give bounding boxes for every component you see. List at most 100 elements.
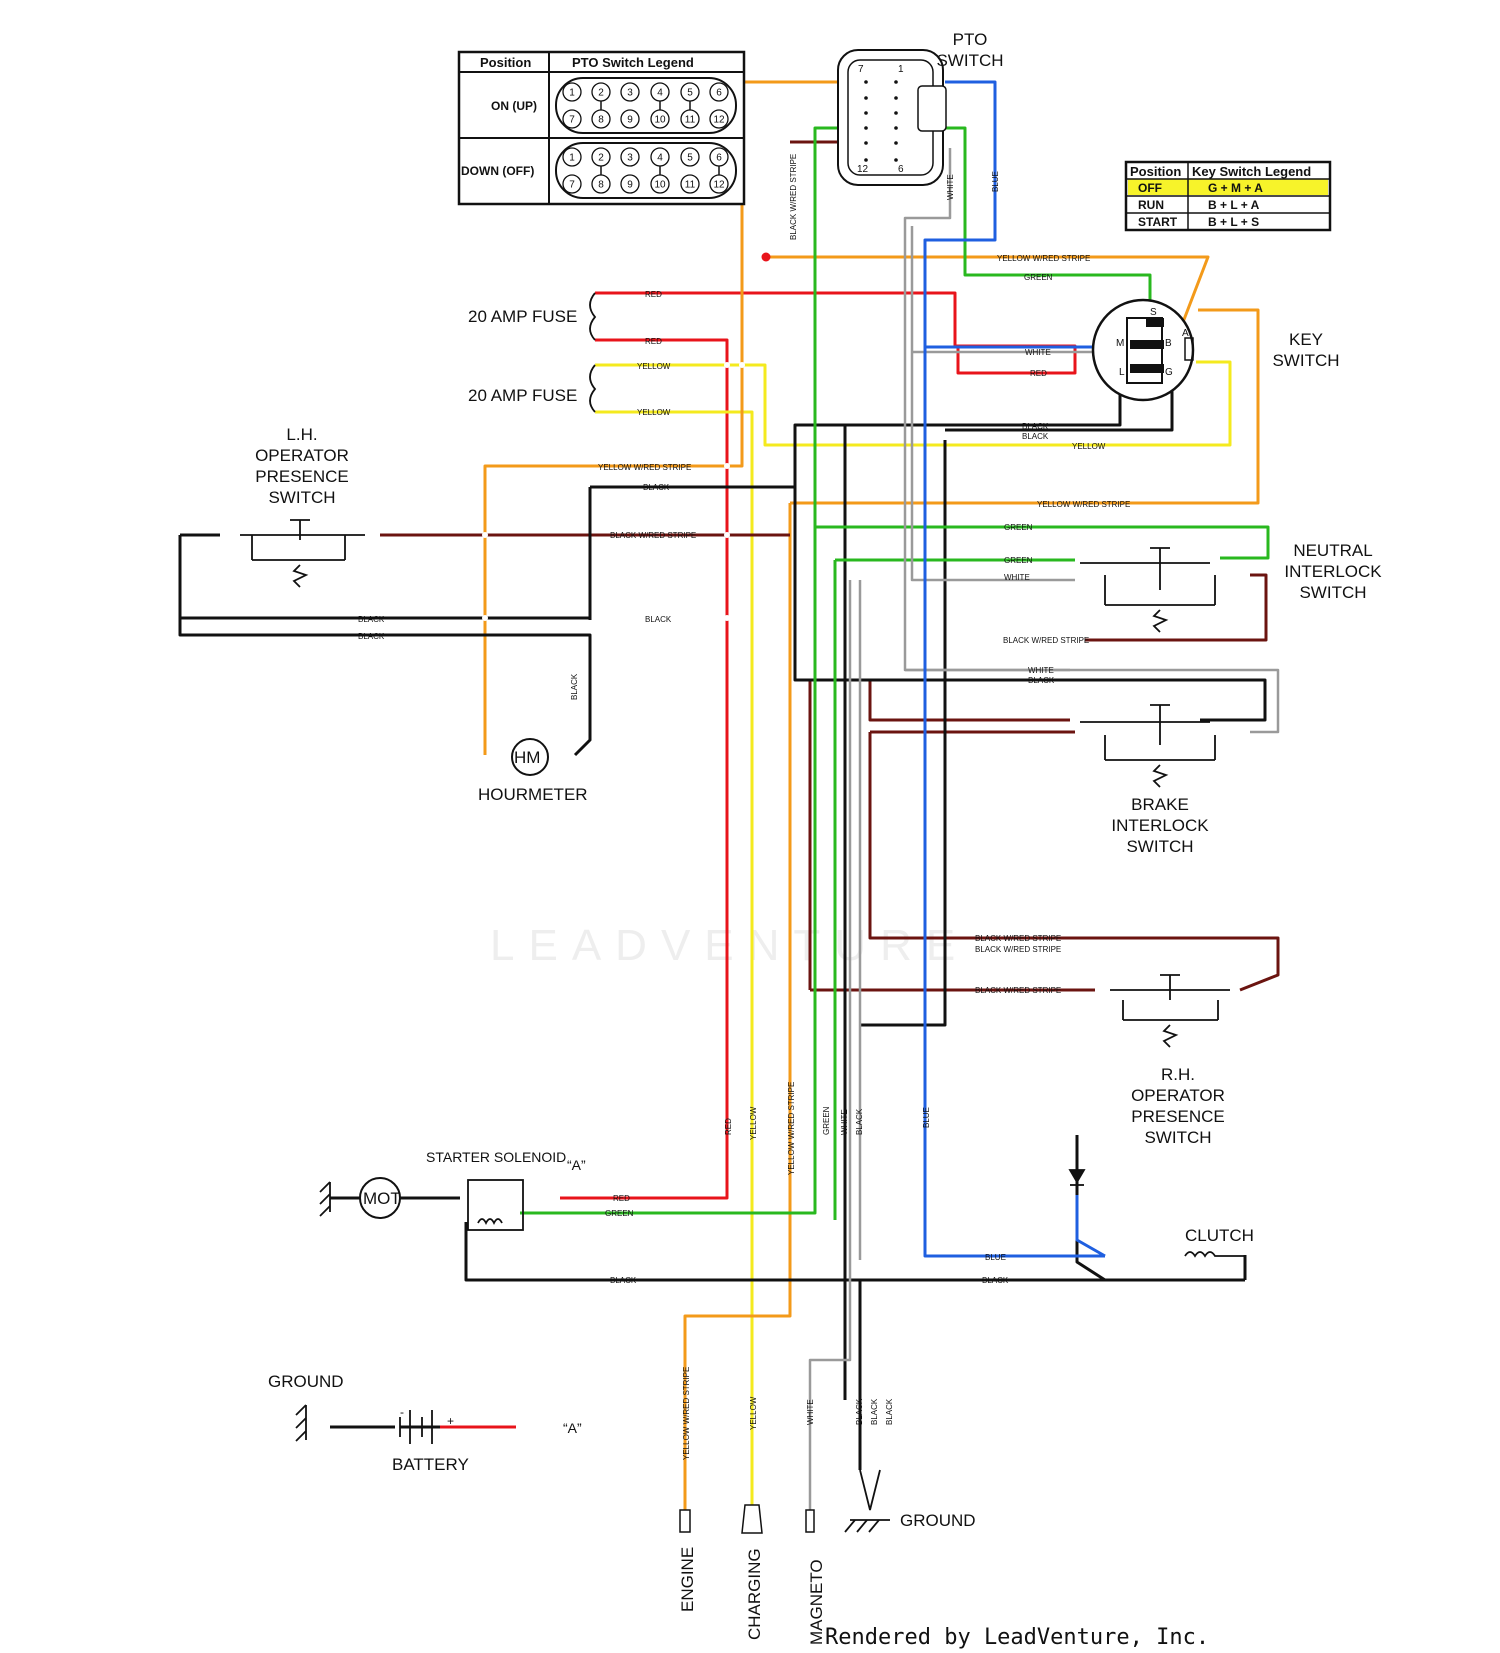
label-line: SWITCH xyxy=(1144,1128,1211,1147)
pto-legend-pin xyxy=(680,147,700,167)
key-legend-row-value: G + M + A xyxy=(1208,181,1263,195)
wire-label-blue: BLUE xyxy=(985,1253,1006,1262)
key-legend-off-highlight xyxy=(1128,179,1328,195)
wire-label-white: WHITE xyxy=(946,174,955,200)
wire-label-black-red: BLACK W/RED STRIPE xyxy=(975,986,1061,995)
key-terminal-a: A xyxy=(1182,328,1189,339)
key-terminal-l: L xyxy=(1119,367,1125,378)
label-line: PTO xyxy=(953,30,988,49)
starter-solenoid-symbol xyxy=(467,1179,524,1231)
wire-label-green: GREEN xyxy=(605,1209,634,1218)
brown-wires xyxy=(380,140,1280,992)
key-terminal-s: S xyxy=(1150,307,1157,318)
label-line: KEY xyxy=(1289,330,1323,349)
wire-label-blue: BLUE xyxy=(922,1107,931,1128)
wire-label-black: BLACK xyxy=(982,1276,1009,1285)
wire-label-green: GREEN xyxy=(1024,273,1053,282)
wire-label-yellow: YELLOW xyxy=(749,1396,758,1430)
wire-label-yellow: YELLOW xyxy=(637,408,671,417)
pto-legend-pin-number: 10 xyxy=(654,180,666,191)
pto-legend-pin-number: 4 xyxy=(657,88,663,99)
wire-label-yellow: YELLOW xyxy=(1072,442,1106,451)
footer-credit: Rendered by LeadVenture, Inc. xyxy=(825,1625,1209,1650)
pto-pin-label: 1 xyxy=(898,64,904,75)
wires xyxy=(178,80,1280,1520)
wire-label-white: WHITE xyxy=(840,1109,849,1135)
watermark: LEADVENTURE xyxy=(490,921,969,970)
label-line: SWITCH xyxy=(1126,837,1193,856)
orange-engine-wire xyxy=(683,503,792,1510)
lh-operator-switch-symbol xyxy=(240,519,365,588)
pto-legend-on-row: ON (UP) xyxy=(491,99,537,113)
key-legend-table: Position Key Switch Legend OFF G + M + A… xyxy=(1124,160,1332,232)
pto-legend-pin xyxy=(620,147,640,167)
key-legend-row-value: B + L + A xyxy=(1208,198,1260,212)
pto-legend-pin-number: 3 xyxy=(627,153,633,164)
clutch-label: CLUTCH xyxy=(1185,1226,1254,1245)
pto-legend-pin-number: 1 xyxy=(569,153,575,164)
wire-label-white: WHITE xyxy=(1004,573,1030,582)
pto-legend-pin-number: 12 xyxy=(713,180,725,191)
label-line: SWITCH xyxy=(268,488,335,507)
wire-label-black: BLACK xyxy=(1028,676,1055,685)
magneto-label: MAGNETO xyxy=(807,1559,826,1645)
wire-label-white: WHITE xyxy=(806,1399,815,1425)
fuse-1-label: 20 AMP FUSE xyxy=(468,307,577,326)
solenoid-a-label: “A” xyxy=(567,1157,586,1173)
pto-legend-pin-number: 10 xyxy=(654,115,666,126)
wire-label-yellow-red: YELLOW W/RED STRIPE xyxy=(787,1082,796,1175)
pto-legend-pin-number: 2 xyxy=(598,153,604,164)
red-solenoid-wire xyxy=(560,338,729,1200)
ground-left-symbol xyxy=(295,1404,307,1442)
pto-legend-pin-number: 6 xyxy=(716,88,722,99)
pto-legend-pin xyxy=(709,82,729,102)
key-legend-position-header: Position xyxy=(1130,164,1181,179)
key-switch-label: KEY SWITCH xyxy=(1272,330,1339,370)
pto-legend-pin-number: 11 xyxy=(685,115,696,126)
pto-legend-pin-number: 12 xyxy=(713,115,725,126)
pto-legend-pin-number: 7 xyxy=(569,115,575,126)
magneto-connector xyxy=(805,1509,815,1533)
orange-wires xyxy=(483,80,1260,1510)
wire-label-black: BLACK xyxy=(885,1398,894,1425)
label-line: PRESENCE xyxy=(255,467,349,486)
fuse-2-symbol xyxy=(589,364,597,413)
label-line: PRESENCE xyxy=(1131,1107,1225,1126)
wire-label-blue: BLUE xyxy=(991,171,1000,192)
label-line: L.H. xyxy=(286,425,317,444)
pto-legend-table: Position PTO Switch Legend ON (UP) DOWN … xyxy=(457,50,746,206)
pto-legend-pin-number: 8 xyxy=(598,115,604,126)
wire-label-white: WHITE xyxy=(1025,348,1051,357)
label-line: NEUTRAL xyxy=(1293,541,1372,560)
hourmeter-symbol-label: HM xyxy=(514,748,540,767)
key-switch: S M B A L G xyxy=(1091,298,1195,402)
yellow-wires xyxy=(595,360,1232,1520)
key-terminal-g: G xyxy=(1165,367,1173,378)
wire-hops xyxy=(482,362,745,621)
label-line: SWITCH xyxy=(1272,351,1339,370)
wire-label-yellow-red: YELLOW W/RED STRIPE xyxy=(598,463,691,472)
neutral-switch-symbol xyxy=(1080,547,1216,633)
pto-legend-pin-number: 9 xyxy=(627,115,633,126)
pto-legend-pin xyxy=(709,109,729,129)
wire-label-black: BLACK xyxy=(855,1398,864,1425)
pto-legend-pin-number: 9 xyxy=(627,180,633,191)
pto-legend-pin-number: 4 xyxy=(657,153,663,164)
label-line: R.H. xyxy=(1161,1065,1195,1084)
wire-label-green: GREEN xyxy=(1004,556,1033,565)
battery-a-label: “A” xyxy=(563,1420,582,1436)
ground-bottom-label: GROUND xyxy=(900,1511,976,1530)
wire-label-black: BLACK xyxy=(855,1108,864,1135)
rh-operator-switch-symbol xyxy=(1110,974,1230,1048)
pto-legend-down-row: DOWN (OFF) xyxy=(461,164,534,178)
key-terminal-m: M xyxy=(1116,338,1124,349)
wire-label-green: GREEN xyxy=(1004,523,1033,532)
wire-label-black: BLACK xyxy=(645,615,672,624)
wire-label-yellow: YELLOW xyxy=(637,362,671,371)
bottom-ground-symbol xyxy=(844,1469,890,1533)
wire-label-black: BLACK xyxy=(358,632,385,641)
